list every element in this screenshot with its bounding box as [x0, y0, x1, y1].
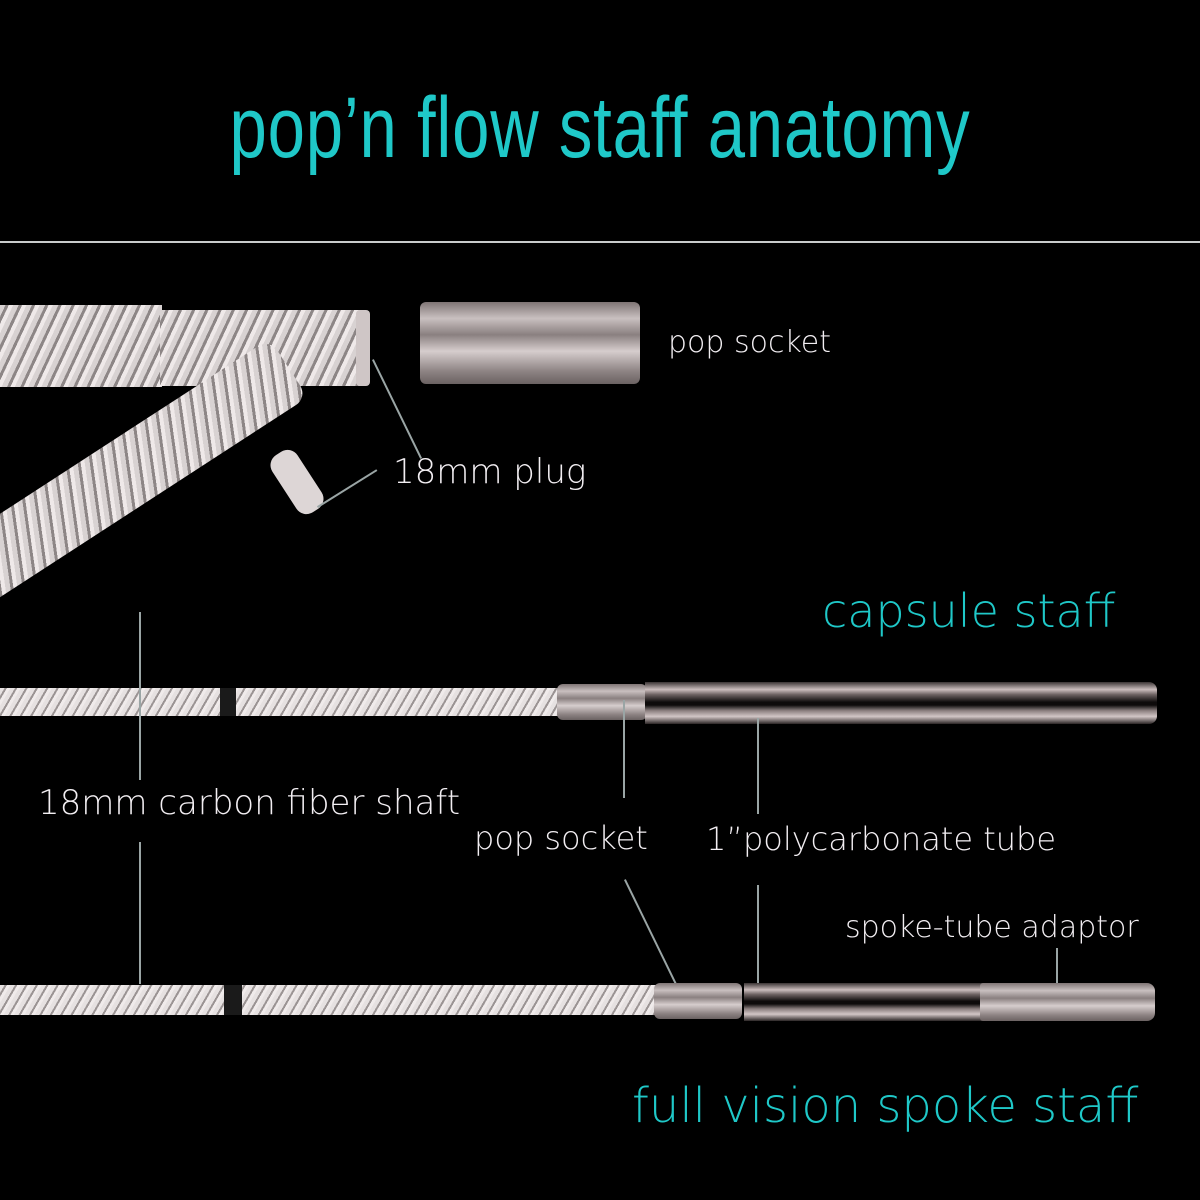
pop-socket-leader-upper: [623, 700, 625, 798]
spoke-staff-joint-band: [224, 985, 242, 1015]
plug-leader-top: [372, 359, 423, 459]
page-title: pop’n flow staff anatomy: [229, 80, 971, 176]
pop-socket-leader-lower: [624, 879, 678, 987]
angled-plug-image: [265, 445, 329, 519]
spoke-staff-pop-socket-image: [654, 983, 742, 1019]
shaft-leader-top: [139, 612, 141, 780]
heading-full-vision-spoke-staff: full vision spoke staff: [632, 1078, 1139, 1134]
spoke-adaptor-leader: [1056, 948, 1058, 988]
closeup-plug-image: [356, 310, 370, 386]
label-pop-socket-top: pop socket: [668, 325, 831, 360]
spoke-tube-adaptor-image: [980, 983, 1155, 1021]
label-spoke-tube-adaptor: spoke-tube adaptor: [845, 910, 1139, 945]
capsule-staff-joint-band: [220, 688, 236, 716]
title-divider: [0, 241, 1200, 243]
label-carbon-fiber-shaft: 18mm carbon fiber shaft: [38, 783, 461, 823]
spoke-staff-tube-image: [744, 983, 984, 1021]
capsule-staff-pop-socket-image: [557, 684, 647, 720]
closeup-shaft-image: [0, 305, 162, 387]
polycarbonate-tube-leader-upper: [757, 718, 759, 814]
capsule-staff-shaft-image: [0, 688, 560, 716]
label-18mm-plug: 18mm plug: [393, 452, 587, 492]
spoke-staff-shaft-image: [0, 985, 660, 1015]
shaft-leader-bottom: [139, 842, 141, 984]
plug-leader-bottom: [316, 469, 378, 508]
polycarbonate-tube-leader-lower: [757, 885, 759, 983]
capsule-staff-tube-image: [645, 682, 1157, 724]
label-polycarbonate-tube: 1”polycarbonate tube: [706, 820, 1057, 858]
heading-capsule-staff: capsule staff: [822, 584, 1116, 638]
pop-socket-image: [420, 302, 640, 384]
label-pop-socket-middle: pop socket: [474, 819, 648, 857]
